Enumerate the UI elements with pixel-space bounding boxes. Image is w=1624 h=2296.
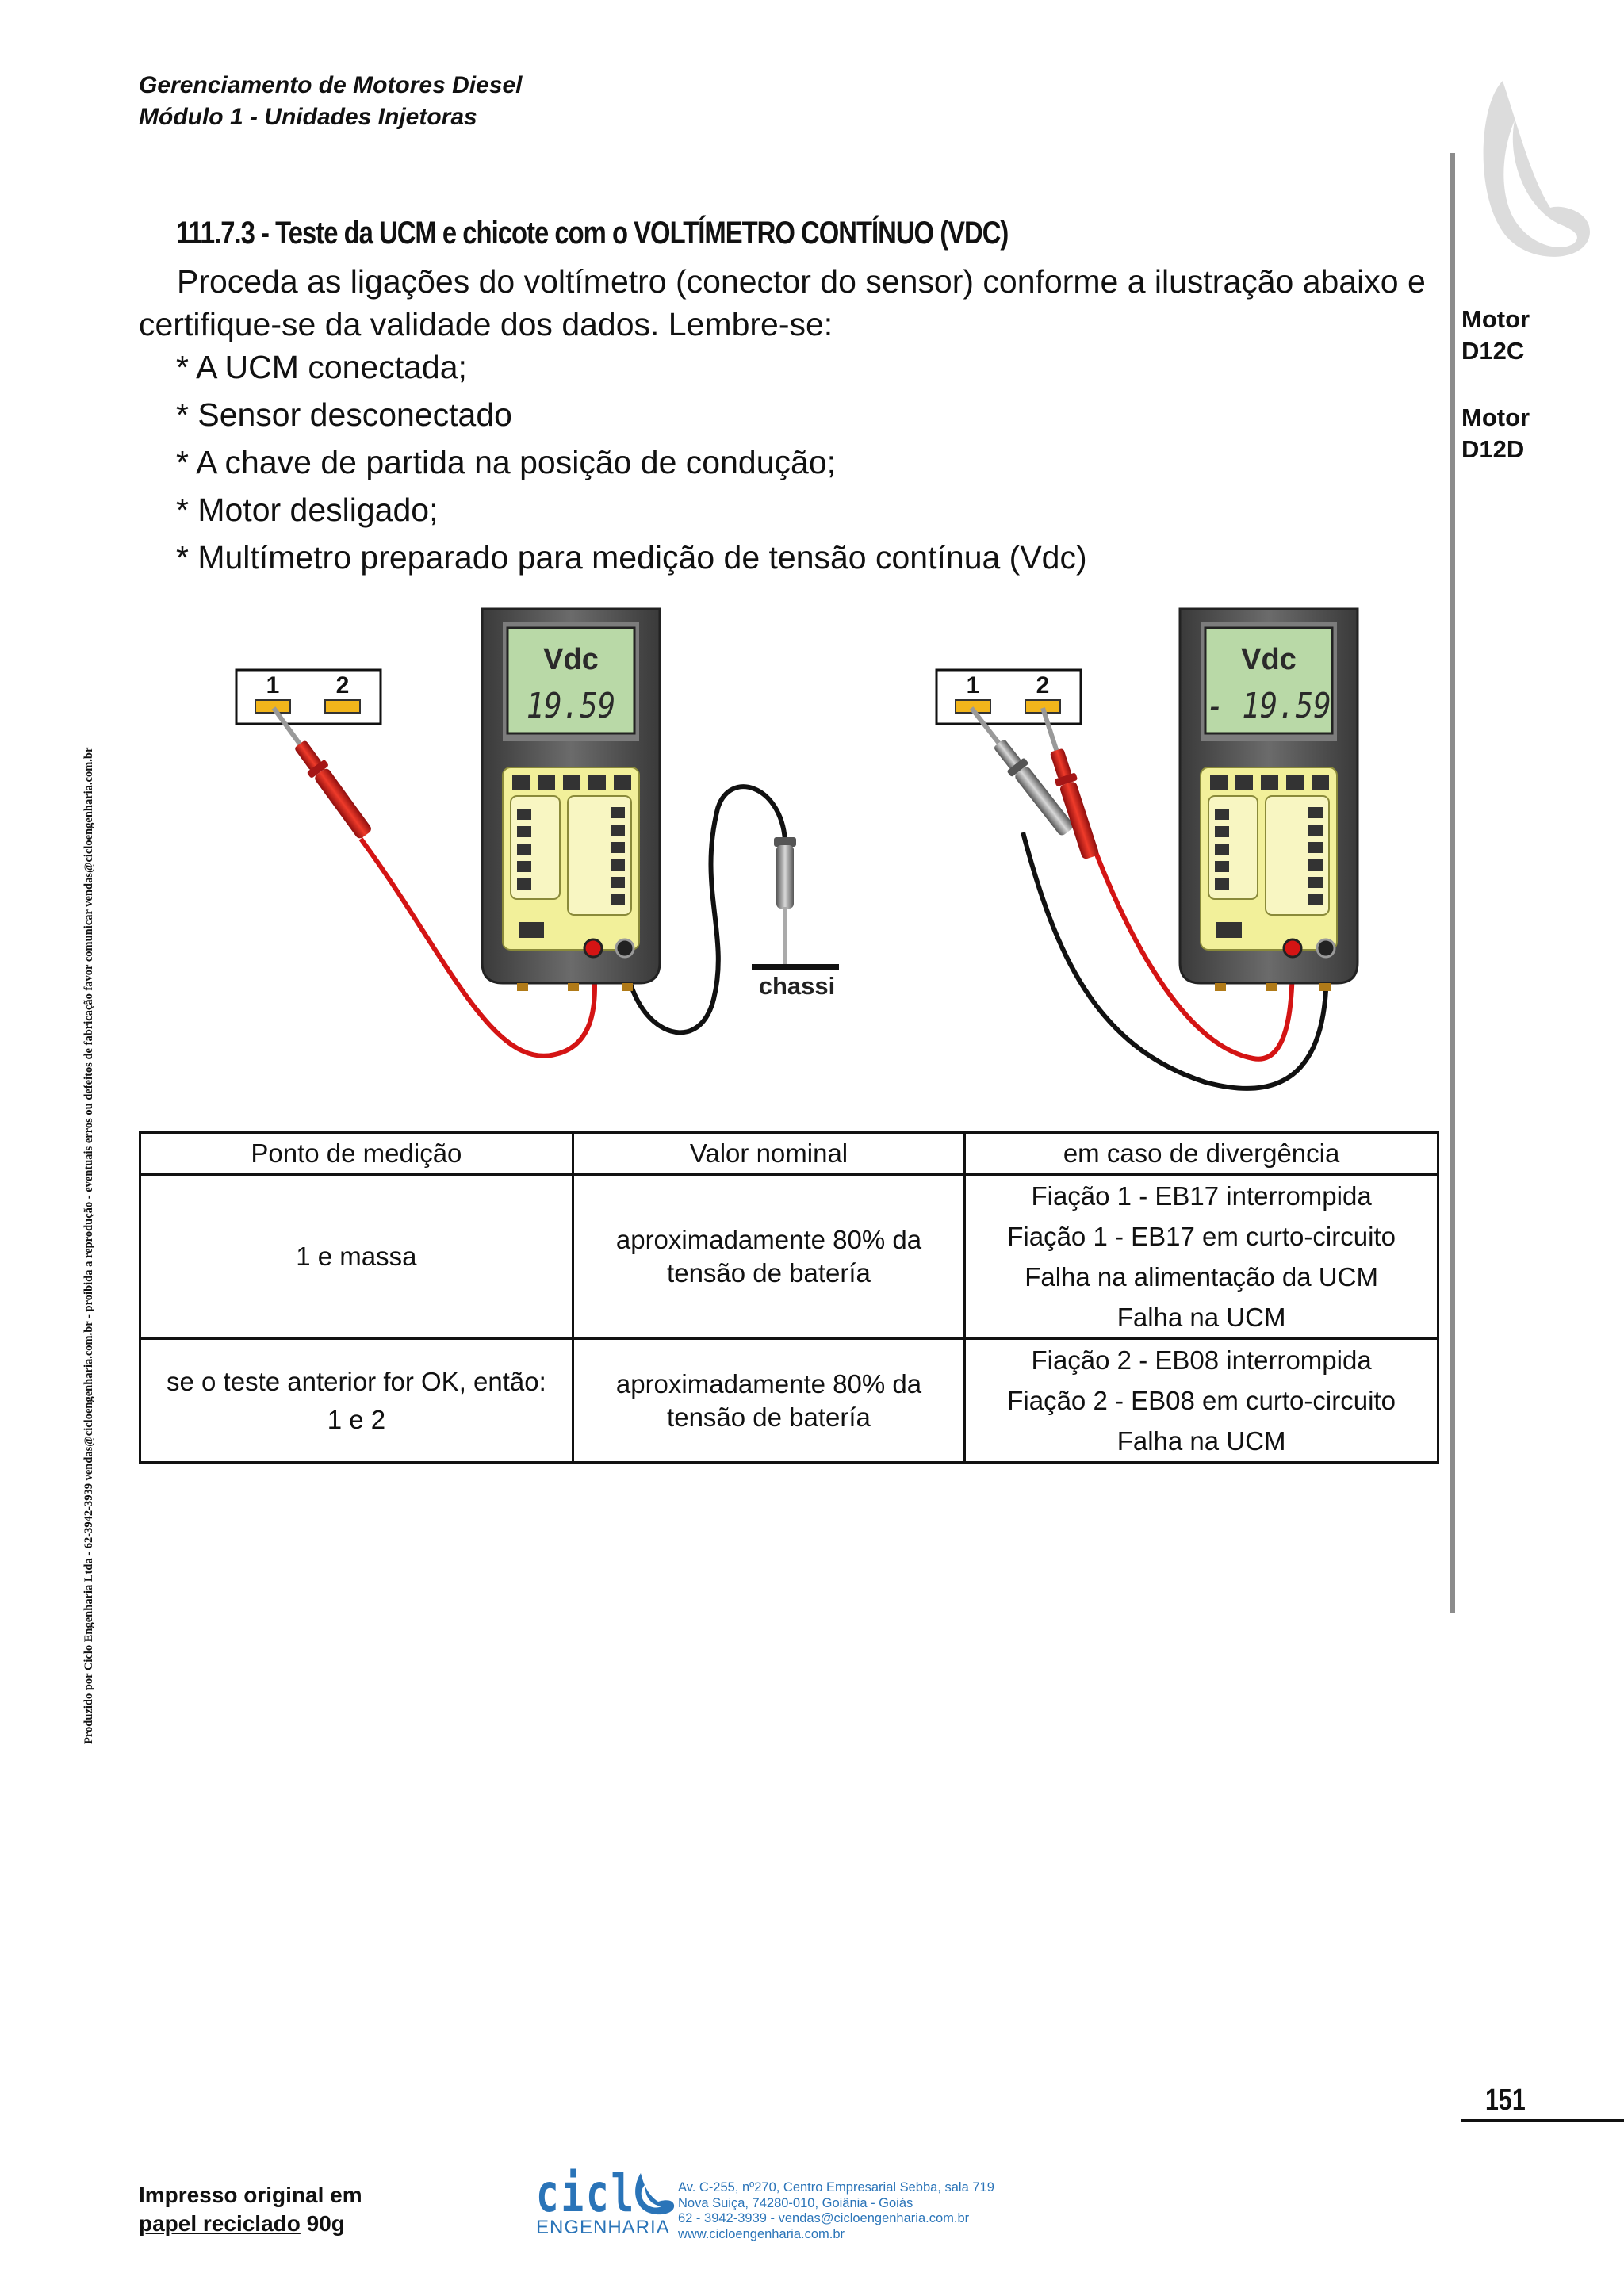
- table-row: 1 e massa aproximadamente 80% da tensão …: [139, 1173, 1439, 1340]
- page-number-rule: [1461, 2119, 1624, 2122]
- meter-unit-left: Vdc: [543, 643, 599, 676]
- cell-line: aproximadamente 80% da: [615, 1368, 922, 1399]
- address-line: Av. C-255, nº270, Centro Empresarial Seb…: [678, 2180, 994, 2195]
- pin-2-left: [324, 699, 361, 714]
- address-line: Nova Suiça, 74280-010, Goiânia - Goiás: [678, 2195, 914, 2210]
- sidebar-motor-label-1: Motor: [1461, 305, 1530, 333]
- meter-reading-left: 19.59: [527, 685, 616, 726]
- bullet-item: * Sensor desconectado: [176, 396, 512, 433]
- red-lead-wire-left: [358, 837, 597, 1058]
- company-logo: cicl ENGENHARIA: [536, 2163, 675, 2238]
- cell-line: 1 e massa: [296, 1242, 417, 1271]
- nominal-value-cell: aproximadamente 80% da tensão de batería: [571, 1337, 967, 1464]
- logo-text: cicl: [536, 2163, 636, 2224]
- printed-note-underlined: papel reciclado: [139, 2211, 301, 2236]
- address-line: www.cicloengenharia.com.br: [678, 2226, 845, 2241]
- cell-line: Fiação 2 - EB08 em curto-circuito: [1007, 1386, 1396, 1415]
- connector-left: [235, 668, 382, 725]
- cell-line: Falha na UCM: [1116, 1303, 1286, 1332]
- black-lead-wire-right: [1021, 832, 1329, 1091]
- bullet-item: * Motor desligado;: [176, 492, 439, 528]
- column-header: Valor nominal: [571, 1131, 967, 1176]
- pin-1-label-left: 1: [266, 672, 280, 698]
- divergence-cell: Fiação 2 - EB08 interrompida Fiação 2 - …: [963, 1337, 1439, 1464]
- measurement-table: Ponto de medição Valor nominal em caso d…: [139, 1131, 1439, 1464]
- multimeter-right: Vdc - 19.59: [1178, 607, 1359, 991]
- company-address: Av. C-255, nº270, Centro Empresarial Seb…: [678, 2180, 994, 2242]
- bullet-item: * A UCM conectada;: [176, 349, 467, 385]
- printed-note-line-1: Impresso original em: [139, 2183, 362, 2207]
- red-lead-wire-right: [1092, 847, 1295, 1062]
- cell-line: se o teste anterior for OK, então:: [167, 1366, 546, 1396]
- left-setup: 1 2 chassi Vdc 19.59: [235, 607, 839, 1058]
- cell-line: tensão de batería: [667, 1402, 871, 1432]
- cell-line: tensão de batería: [667, 1258, 871, 1288]
- bullet-item: * Multímetro preparado para medição de t…: [176, 539, 1087, 576]
- cell-line: Falha na alimentação da UCM: [1025, 1262, 1378, 1292]
- column-header: em caso de divergência: [963, 1131, 1439, 1176]
- logo-swirl-icon: [635, 2173, 675, 2215]
- connector-right: [935, 668, 1082, 725]
- header-line-1: Gerenciamento de Motores Diesel: [139, 72, 523, 98]
- chassis-label: chassi: [759, 972, 836, 1000]
- black-jack-right: [1316, 938, 1336, 959]
- gray-probe-left: [774, 837, 796, 964]
- sidebar-motor-label-2: Motor: [1461, 404, 1530, 431]
- nominal-value-cell: aproximadamente 80% da tensão de batería: [571, 1173, 967, 1340]
- black-jack-left: [615, 938, 635, 959]
- red-probe-left: [271, 706, 371, 839]
- printed-note-line-2: papel reciclado 90g: [139, 2210, 345, 2238]
- red-jack-right: [1282, 938, 1303, 959]
- sidebar-motor-code-2: D12D: [1461, 435, 1525, 463]
- vertical-copyright-note: Produzido por Ciclo Engenharia Ltda - 62…: [82, 747, 95, 1744]
- divergence-cell: Fiação 1 - EB17 interrompida Fiação 1 - …: [963, 1173, 1439, 1340]
- pin-2-label-left: 2: [336, 672, 350, 698]
- pin-1-label-right: 1: [967, 672, 980, 698]
- pin-1-left: [255, 699, 291, 714]
- red-probe-right: [1040, 707, 1099, 859]
- meter-reading-right: - 19.59: [1206, 685, 1331, 726]
- lcd-display-right: [1204, 626, 1334, 735]
- table-header-row: Ponto de medição Valor nominal em caso d…: [139, 1131, 1439, 1176]
- pin-2-label-right: 2: [1036, 672, 1050, 698]
- wiring-illustration: 1 2 chassi Vdc 19.59: [235, 607, 1359, 1091]
- chassis-ground-bar: [752, 964, 839, 970]
- measurement-point-cell: se o teste anterior for OK, então: 1 e 2: [139, 1337, 574, 1464]
- cell-line: Fiação 1 - EB17 em curto-circuito: [1007, 1222, 1396, 1251]
- cell-line: Falha na UCM: [1116, 1426, 1286, 1456]
- red-jack-left: [583, 938, 603, 959]
- bullet-item: * A chave de partida na posição de condu…: [176, 444, 837, 480]
- margin-rule: [1450, 153, 1455, 1613]
- sidebar-motor-code-1: D12C: [1461, 337, 1525, 365]
- intro-paragraph: Proceda as ligações do voltímetro (conec…: [139, 263, 1426, 342]
- lcd-display-left: [506, 626, 636, 735]
- black-lead-wire-left: [622, 784, 787, 1035]
- printed-note-rest: 90g: [300, 2211, 345, 2236]
- multimeter-left: Vdc 19.59: [481, 607, 661, 991]
- cell-line: 1 e 2: [327, 1404, 386, 1434]
- page-number: 151: [1485, 2084, 1526, 2117]
- cell-line: Fiação 1 - EB17 interrompida: [1031, 1181, 1372, 1211]
- gray-probe-right: [969, 706, 1074, 836]
- cell-line: Fiação 2 - EB08 interrompida: [1031, 1345, 1372, 1375]
- logo-ornament-icon: [1483, 81, 1590, 257]
- column-header: Ponto de medição: [139, 1131, 574, 1176]
- measurement-point-cell: 1 e massa: [139, 1173, 574, 1340]
- header-line-2: Módulo 1 - Unidades Injetoras: [139, 104, 477, 130]
- meter-unit-right: Vdc: [1241, 643, 1297, 676]
- table-row: se o teste anterior for OK, então: 1 e 2…: [139, 1337, 1439, 1464]
- address-line: 62 - 3942-3939 - vendas@cicloengenharia.…: [678, 2211, 970, 2225]
- right-setup: 1 2 Vdc - 19.59: [935, 607, 1359, 1091]
- section-title: 111.7.3 - Teste da UCM e chicote com o V…: [176, 216, 1009, 251]
- cell-line: aproximadamente 80% da: [615, 1225, 922, 1254]
- logo-subtext: ENGENHARIA: [536, 2217, 670, 2238]
